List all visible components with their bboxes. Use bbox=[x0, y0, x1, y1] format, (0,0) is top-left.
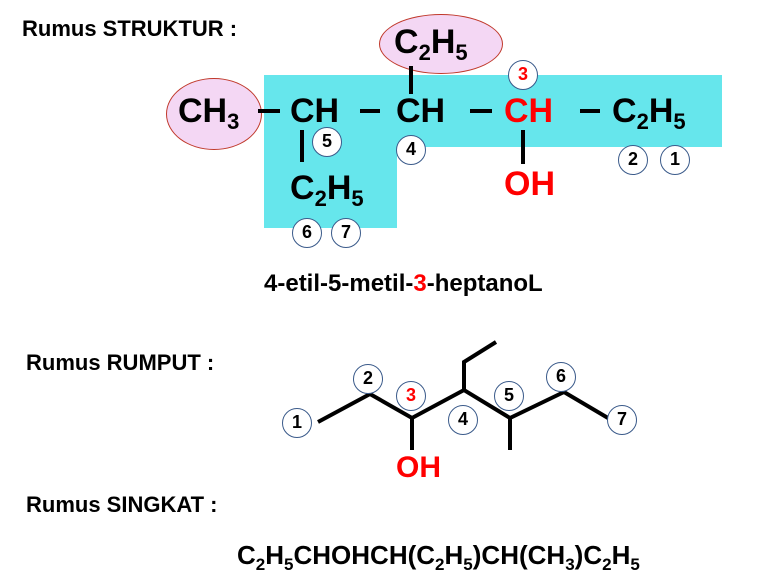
skeletal-number-6: 6 bbox=[546, 362, 576, 392]
condensed-subscript: 2 bbox=[435, 555, 445, 574]
ch-carbon-4: CH bbox=[396, 92, 446, 130]
heading-singkat: Rumus SINGKAT : bbox=[26, 492, 218, 517]
condensed-segment: )C bbox=[574, 540, 603, 570]
ch-carbon-3: CH bbox=[504, 92, 554, 130]
bond-c4-top-ethyl bbox=[409, 66, 413, 94]
condensed-segment: H bbox=[444, 540, 464, 570]
heading-rumput: Rumus RUMPUT : bbox=[26, 350, 215, 375]
number-circle-5: 5 bbox=[312, 127, 342, 157]
compound-name: 4-etil-5-metil-3-heptanoL bbox=[264, 270, 543, 297]
bond-c3-c2 bbox=[580, 109, 600, 113]
condensed-formula: C2H5CHOHCH(C2H5)CH(CH3)C2H5 bbox=[237, 540, 640, 575]
bond-c3-oh bbox=[521, 130, 525, 164]
bond-c5-bottom-ethyl bbox=[300, 130, 304, 162]
skeletal-number-7: 7 bbox=[607, 405, 637, 435]
condensed-subscript: 2 bbox=[255, 555, 266, 574]
condensed-subscript: 3 bbox=[565, 555, 575, 574]
number-circle-7: 7 bbox=[331, 218, 361, 248]
condensed-segment: CHOHCH(C bbox=[293, 540, 436, 570]
condensed-subscript: 5 bbox=[463, 555, 473, 574]
number-circle-1: 1 bbox=[660, 145, 690, 175]
skeletal-number-4: 4 bbox=[448, 405, 478, 435]
skeletal-number-2: 2 bbox=[353, 364, 383, 394]
number-circle-4: 4 bbox=[396, 135, 426, 165]
ch3-group: CH3 bbox=[178, 92, 240, 134]
condensed-subscript: 5 bbox=[284, 555, 294, 574]
skeletal-ethyl-branch bbox=[462, 340, 498, 390]
heading-struktur: Rumus STRUKTUR : bbox=[22, 16, 238, 41]
right-ethyl-group: C2H5 bbox=[612, 92, 686, 134]
condensed-subscript: 5 bbox=[630, 555, 640, 574]
bottom-ethyl-group: C2H5 bbox=[290, 169, 364, 211]
bond-ch3-ch bbox=[258, 109, 280, 113]
oh-group: OH bbox=[504, 165, 555, 203]
skeletal-number-3: 3 bbox=[396, 381, 426, 411]
bond-c5-c4 bbox=[360, 109, 380, 113]
skeletal-number-1: 1 bbox=[282, 408, 312, 438]
condensed-segment: H bbox=[611, 540, 631, 570]
bond-c4-c3 bbox=[470, 109, 492, 113]
condensed-subscript: 2 bbox=[602, 555, 612, 574]
skeletal-oh-label: OH bbox=[396, 451, 441, 484]
condensed-segment: H bbox=[265, 540, 285, 570]
skeletal-number-5: 5 bbox=[494, 381, 524, 411]
top-ethyl-group: C2H5 bbox=[394, 23, 468, 65]
condensed-segment: )CH(CH bbox=[472, 540, 566, 570]
ch3-ellipse bbox=[166, 78, 262, 150]
ch-carbon-5: CH bbox=[290, 92, 340, 130]
condensed-segment: C bbox=[237, 540, 256, 570]
number-circle-2: 2 bbox=[618, 145, 648, 175]
number-circle-6: 6 bbox=[292, 218, 322, 248]
number-circle-3: 3 bbox=[508, 60, 538, 90]
top-ethyl-ellipse bbox=[379, 14, 503, 74]
